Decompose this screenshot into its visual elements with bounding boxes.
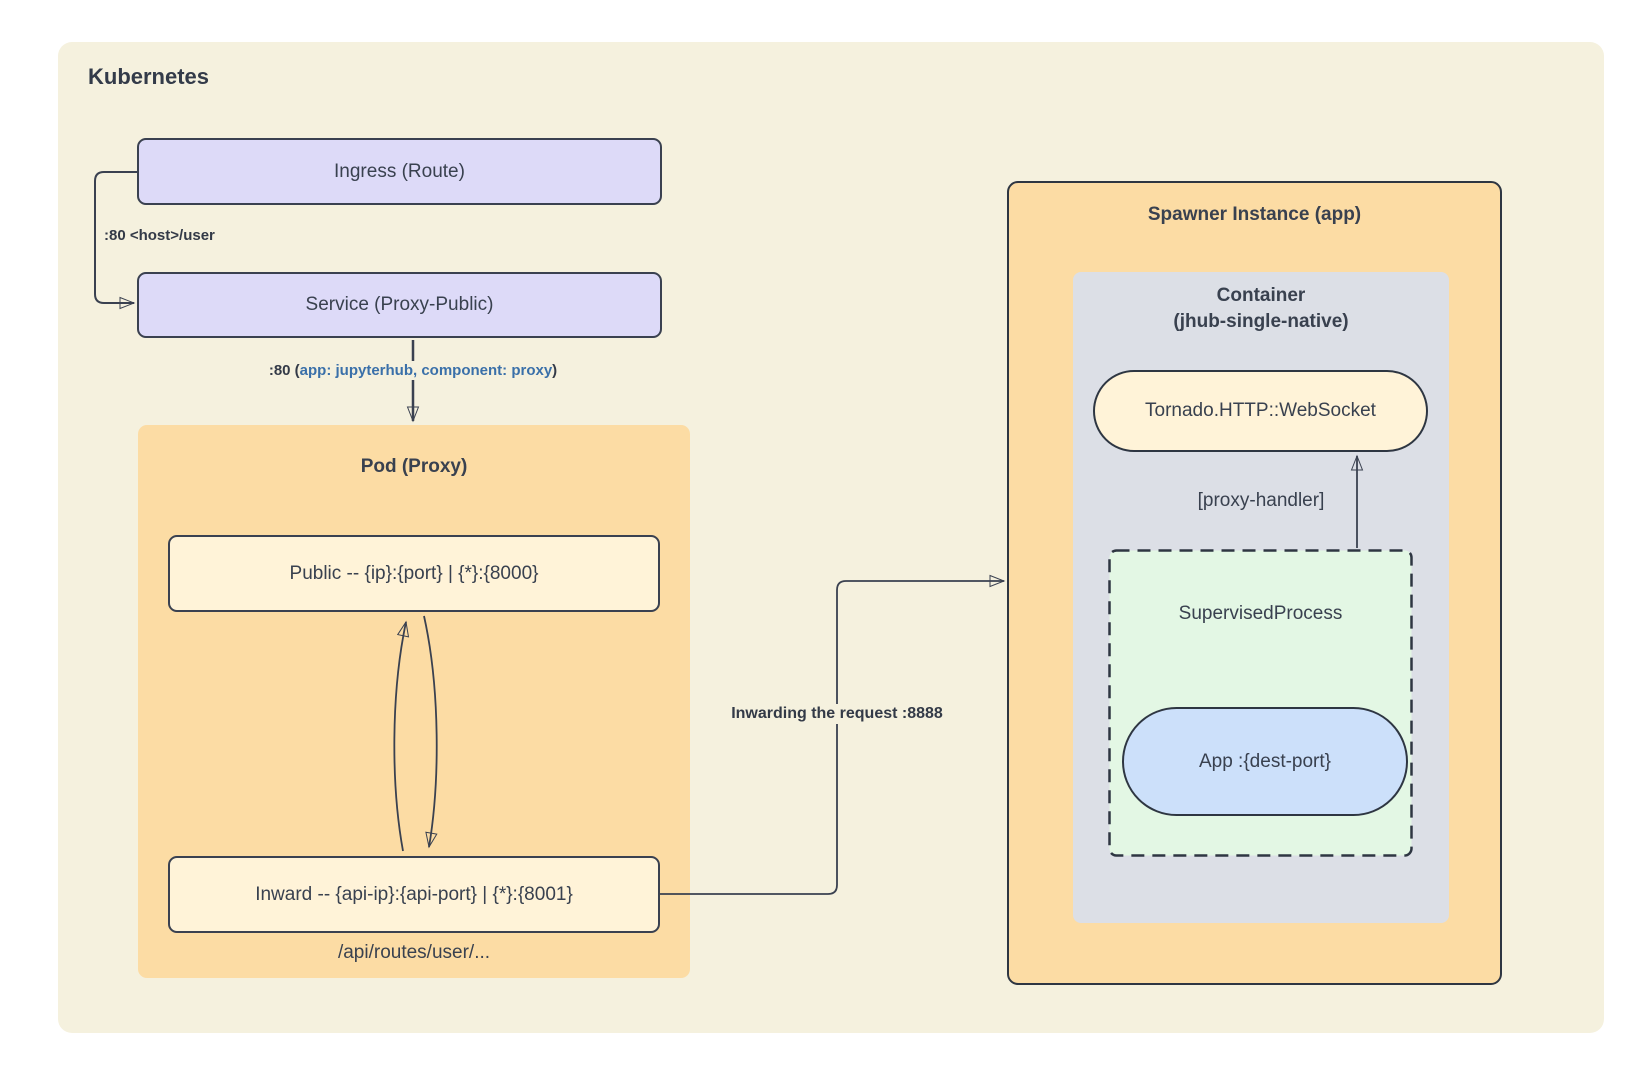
app-dest-port-node: App :{dest-port}: [1122, 707, 1408, 816]
service-proxy-public-node: Service (Proxy-Public): [137, 272, 662, 338]
inward-endpoint-node: Inward -- {api-ip}:{api-port} | {*}:{800…: [168, 856, 660, 933]
container-title: Container (jhub-single-native): [1073, 283, 1449, 335]
spawner-instance-title: Spawner Instance (app): [1147, 204, 1362, 225]
ingress-node: Ingress (Route): [137, 138, 662, 205]
public-endpoint-label: Public -- {ip}:{port} | {*}:{8000}: [289, 562, 539, 584]
service-label: Service (Proxy-Public): [305, 294, 494, 316]
ingress-label: Ingress (Route): [334, 160, 465, 182]
edge-label-port80-selector: :80 (app: jupyterhub, component: proxy): [264, 361, 562, 380]
edge-label-inwarding-request: Inwarding the request :8888: [727, 704, 947, 724]
container-title-line2: (jhub-single-native): [1173, 311, 1349, 333]
container-title-line1: Container: [1216, 285, 1306, 306]
proxy-handler-note: [proxy-handler]: [1197, 490, 1325, 511]
tornado-websocket-label: Tornado.HTTP::WebSocket: [1145, 400, 1376, 422]
app-dest-port-label: App :{dest-port}: [1198, 750, 1332, 772]
pod-proxy-title: Pod (Proxy): [360, 456, 468, 477]
public-endpoint-node: Public -- {ip}:{port} | {*}:{8000}: [168, 535, 660, 612]
edge-label-selector-prefix: :80 (: [268, 362, 300, 379]
api-routes-note: /api/routes/user/...: [337, 942, 491, 963]
edge-label-port80-host-user: :80 <host>/user: [100, 226, 219, 245]
supervised-process-title: SupervisedProcess: [1178, 603, 1343, 624]
edge-label-selector-middle: app: jupyterhub, component: proxy: [299, 362, 553, 379]
kubernetes-group-title: Kubernetes: [88, 64, 210, 89]
tornado-websocket-node: Tornado.HTTP::WebSocket: [1093, 370, 1428, 452]
edge-label-selector-suffix: ): [552, 362, 558, 379]
inward-endpoint-label: Inward -- {api-ip}:{api-port} | {*}:{800…: [255, 883, 573, 905]
